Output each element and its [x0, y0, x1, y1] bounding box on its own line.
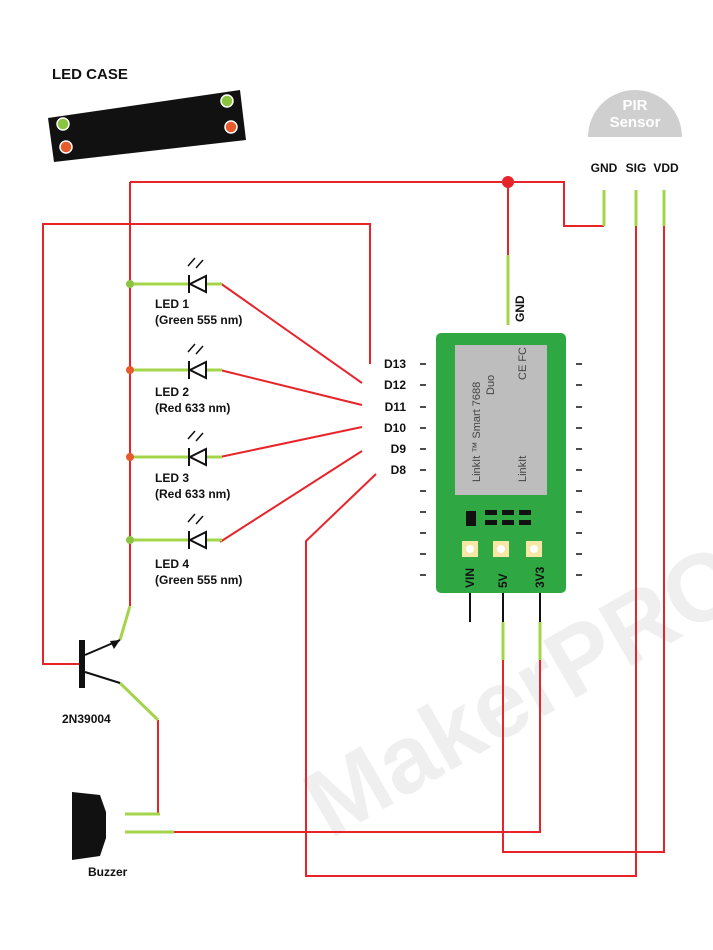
linkit-board: GND LinkIt ™ Smart 7688 Duo CE FC LinkIt: [384, 295, 582, 622]
pir-pin-vdd-label: VDD: [653, 161, 679, 175]
led-case-led-1: [56, 117, 70, 131]
pir-title-line1: PIR: [622, 97, 647, 114]
transistor-label: 2N39004: [62, 712, 111, 726]
led-4: LED 4 (Green 555 nm): [155, 513, 242, 587]
junction-dot-led3: [126, 453, 134, 461]
board-brand: LinkIt: [517, 456, 529, 482]
led-case-led-3: [220, 94, 234, 108]
pin-vin-label: VIN: [463, 568, 477, 588]
pir-pin-gnd-label: GND: [591, 161, 618, 175]
pir-pin-sig-label: SIG: [626, 161, 647, 175]
led-4-name: LED 4: [155, 557, 189, 571]
led-2-light-icon: [187, 343, 204, 355]
pin-d9-label: D9: [391, 442, 407, 456]
green-wires: [118, 190, 666, 834]
pin-d12-label: D12: [384, 378, 406, 392]
pin-5v-label: 5V: [496, 573, 510, 588]
led-3-name: LED 3: [155, 471, 189, 485]
led-4-desc: (Green 555 nm): [155, 573, 242, 587]
board-gnd-label: GND: [513, 295, 527, 322]
pin-d10-label: D10: [384, 421, 406, 435]
pir-title-line2: Sensor: [610, 114, 661, 131]
transistor: 2N39004: [62, 639, 121, 726]
led-1: LED 1 (Green 555 nm): [155, 257, 242, 327]
board-name-line1: LinkIt ™ Smart 7688: [471, 382, 483, 482]
board-left-pin-ticks: [420, 363, 426, 576]
pin-d11-label: D11: [385, 400, 407, 414]
pin-3v3-label: 3V3: [533, 566, 547, 588]
led-2-name: LED 2: [155, 385, 189, 399]
buzzer-label: Buzzer: [88, 865, 128, 879]
pir-sensor: PIR Sensor GND SIG VDD: [588, 90, 682, 175]
board-bottom-pins: [469, 593, 541, 622]
led-1-light-icon: [187, 257, 204, 269]
board-buttons: [462, 541, 542, 557]
led-3-light-icon: [187, 430, 204, 442]
led-3-desc: (Red 633 nm): [155, 487, 230, 501]
board-certs: CE FC: [517, 347, 529, 380]
led-1-desc: (Green 555 nm): [155, 313, 242, 327]
board-module: [455, 345, 547, 495]
board-chip: [466, 511, 476, 526]
led-case: [48, 90, 246, 162]
led-2-desc: (Red 633 nm): [155, 401, 230, 415]
red-wires: [42, 181, 665, 877]
led-case-led-4: [224, 120, 238, 134]
junction-dot-led2: [126, 366, 134, 374]
junction-dot-led4: [126, 536, 134, 544]
led-1-name: LED 1: [155, 297, 189, 311]
board-name-line2: Duo: [485, 375, 497, 395]
junction-dot-gnd: [502, 176, 514, 188]
pin-d8-label: D8: [391, 463, 407, 477]
led-4-light-icon: [187, 513, 204, 525]
junction-dot-led1: [126, 280, 134, 288]
pin-d13-label: D13: [384, 357, 406, 371]
led-case-led-2: [59, 140, 73, 154]
led-2: LED 2 (Red 633 nm): [155, 343, 230, 415]
led-case-title: LED CASE: [52, 66, 128, 83]
led-3: LED 3 (Red 633 nm): [155, 430, 230, 501]
board-right-pin-ticks: [576, 363, 582, 576]
buzzer: Buzzer: [72, 792, 128, 879]
